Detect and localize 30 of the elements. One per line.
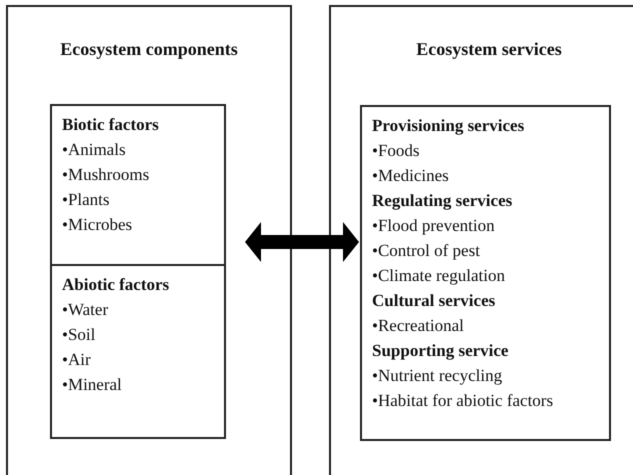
list-heading: Provisioning services — [372, 115, 524, 137]
list-box — [360, 105, 611, 441]
list-item: •Soil — [62, 324, 96, 346]
panel-heading: Ecosystem components — [59, 39, 239, 60]
list-box — [50, 264, 226, 439]
list-heading: Biotic factors — [62, 114, 159, 136]
list-heading: Supporting service — [372, 340, 508, 362]
list-item: •Animals — [62, 139, 126, 161]
list-item: •Air — [62, 349, 91, 371]
list-heading: Cultural services — [372, 290, 496, 312]
list-item: •Medicines — [372, 165, 449, 187]
panel — [6, 5, 292, 475]
list-item: •Mineral — [62, 374, 122, 396]
list-item: •Microbes — [62, 214, 132, 236]
list-item: •Climate regulation — [372, 265, 505, 287]
list-item: •Habitat for abiotic factors — [372, 390, 554, 412]
list-box — [50, 104, 226, 266]
list-item: •Control of pest — [372, 240, 480, 262]
list-item: •Mushrooms — [62, 164, 150, 186]
list-item: •Flood prevention — [372, 215, 495, 237]
list-heading: Regulating services — [372, 190, 512, 212]
list-item: •Water — [62, 299, 108, 321]
list-item: •Plants — [62, 189, 110, 211]
list-heading: Abiotic factors — [62, 274, 170, 296]
list-item: •Foods — [372, 140, 420, 162]
panel-heading: Ecosystem services — [415, 39, 563, 60]
list-item: •Recreational — [372, 315, 464, 337]
double-arrow — [245, 222, 359, 262]
panel — [329, 5, 633, 475]
list-item: •Nutrient recycling — [372, 365, 502, 387]
